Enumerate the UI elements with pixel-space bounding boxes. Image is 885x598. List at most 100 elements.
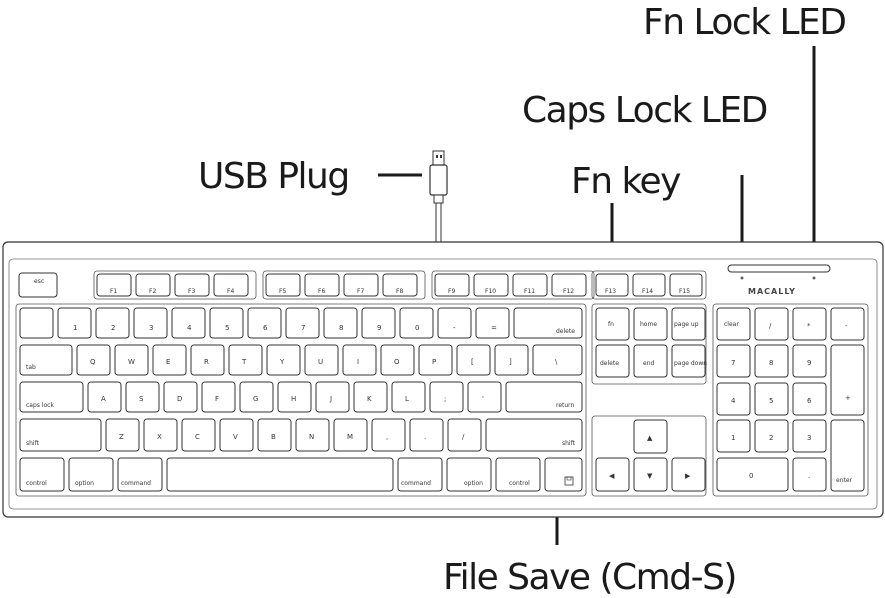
key-i[interactable]: I <box>342 344 377 376</box>
key-m[interactable]: M <box>333 418 368 452</box>
key-period[interactable]: . <box>409 418 444 452</box>
key-4[interactable]: 4 <box>171 307 206 339</box>
key-a[interactable]: A <box>87 381 122 413</box>
key-return[interactable]: return <box>505 381 583 413</box>
key-f1[interactable]: F1 <box>96 273 132 297</box>
key-r[interactable]: R <box>190 344 225 376</box>
key-0[interactable]: 0 <box>399 307 434 339</box>
key-right-shift[interactable]: shift <box>485 418 583 452</box>
key-d[interactable]: D <box>163 381 198 413</box>
key-z[interactable]: Z <box>105 418 140 452</box>
key-home[interactable]: home <box>633 307 668 341</box>
key-f13[interactable]: F13 <box>595 273 629 297</box>
key-8[interactable]: 8 <box>323 307 358 339</box>
key-f4[interactable]: F4 <box>213 273 249 297</box>
key-c[interactable]: C <box>181 418 216 452</box>
key-b[interactable]: B <box>257 418 292 452</box>
key-num-6[interactable]: 6 <box>792 382 827 416</box>
key-q[interactable]: Q <box>76 344 111 376</box>
key-page-down[interactable]: page down <box>671 344 707 378</box>
key-e[interactable]: E <box>152 344 187 376</box>
key-f12[interactable]: F12 <box>551 273 587 297</box>
key-s[interactable]: S <box>125 381 160 413</box>
key-end[interactable]: end <box>633 344 668 378</box>
key-p[interactable]: P <box>418 344 453 376</box>
key-left-shift[interactable]: shift <box>19 418 102 452</box>
key-l[interactable]: L <box>391 381 426 413</box>
key-num-dot[interactable]: . <box>792 457 827 492</box>
key-num-5[interactable]: 5 <box>754 382 789 416</box>
key-fn[interactable]: fn <box>595 307 630 341</box>
key-semicolon[interactable]: ; <box>429 381 464 413</box>
key-num-7[interactable]: 7 <box>716 344 751 378</box>
key-v[interactable]: V <box>219 418 254 452</box>
key-num-4[interactable]: 4 <box>716 382 751 416</box>
key-k[interactable]: K <box>353 381 388 413</box>
key-h[interactable]: H <box>277 381 312 413</box>
key-delete[interactable]: delete <box>513 307 583 339</box>
key-esc[interactable]: esc <box>18 272 58 298</box>
key-tab[interactable]: tab <box>19 344 73 376</box>
key-num-3[interactable]: 3 <box>792 419 827 453</box>
key-f7[interactable]: F7 <box>343 273 379 297</box>
key-clear[interactable]: clear <box>716 307 751 341</box>
key-num-2[interactable]: 2 <box>754 419 789 453</box>
key-t[interactable]: T <box>228 344 263 376</box>
key-slash[interactable]: / <box>447 418 482 452</box>
key-5[interactable]: 5 <box>209 307 244 339</box>
key-left-bracket[interactable]: [ <box>456 344 491 376</box>
key-arrow-left[interactable]: ◀ <box>595 457 630 492</box>
key-1[interactable]: 1 <box>57 307 92 339</box>
key-quote[interactable]: ' <box>467 381 502 413</box>
key-f9[interactable]: F9 <box>434 273 470 297</box>
key-o[interactable]: O <box>380 344 415 376</box>
key-num-1[interactable]: 1 <box>716 419 751 453</box>
key-9[interactable]: 9 <box>361 307 396 339</box>
key-right-bracket[interactable]: ] <box>494 344 529 376</box>
key-num-divide[interactable]: / <box>754 307 789 341</box>
key-caps-lock[interactable]: caps lock <box>19 381 84 413</box>
key-minus[interactable]: - <box>437 307 472 339</box>
key-2[interactable]: 2 <box>95 307 130 339</box>
key-left-option[interactable]: option <box>68 457 114 492</box>
key-space[interactable] <box>166 457 394 492</box>
key-f3[interactable]: F3 <box>174 273 210 297</box>
key-right-command[interactable]: command <box>397 457 443 492</box>
key-num-multiply[interactable]: * <box>792 307 827 341</box>
key-f6[interactable]: F6 <box>304 273 340 297</box>
key-arrow-up[interactable]: ▲ <box>633 419 668 454</box>
key-backslash[interactable]: \ <box>532 344 583 376</box>
key-x[interactable]: X <box>143 418 178 452</box>
key-left-control[interactable]: control <box>19 457 65 492</box>
key-num-plus[interactable]: + <box>830 344 865 416</box>
key-num-minus[interactable]: - <box>830 307 865 341</box>
key-equals[interactable]: = <box>475 307 510 339</box>
key-file-save[interactable] <box>544 457 583 492</box>
key-f15[interactable]: F15 <box>669 273 703 297</box>
key-comma[interactable]: , <box>371 418 406 452</box>
key-forward-delete[interactable]: delete <box>595 344 630 378</box>
key-f14[interactable]: F14 <box>632 273 666 297</box>
key-6[interactable]: 6 <box>247 307 282 339</box>
key-backtick[interactable] <box>19 307 54 339</box>
key-7[interactable]: 7 <box>285 307 320 339</box>
key-num-enter[interactable]: enter <box>830 419 865 492</box>
key-g[interactable]: G <box>239 381 274 413</box>
key-f5[interactable]: F5 <box>265 273 301 297</box>
key-u[interactable]: U <box>304 344 339 376</box>
key-arrow-right[interactable]: ▶ <box>671 457 706 492</box>
key-num-0[interactable]: 0 <box>716 457 789 492</box>
key-3[interactable]: 3 <box>133 307 168 339</box>
key-right-control[interactable]: control <box>495 457 541 492</box>
key-f11[interactable]: F11 <box>512 273 548 297</box>
key-arrow-down[interactable]: ▼ <box>633 457 668 492</box>
key-num-9[interactable]: 9 <box>792 344 827 378</box>
key-f8[interactable]: F8 <box>382 273 418 297</box>
key-right-option[interactable]: option <box>446 457 492 492</box>
key-y[interactable]: Y <box>266 344 301 376</box>
key-f2[interactable]: F2 <box>135 273 171 297</box>
key-page-up[interactable]: page up <box>671 307 706 341</box>
key-j[interactable]: J <box>315 381 350 413</box>
key-w[interactable]: W <box>114 344 149 376</box>
key-num-8[interactable]: 8 <box>754 344 789 378</box>
